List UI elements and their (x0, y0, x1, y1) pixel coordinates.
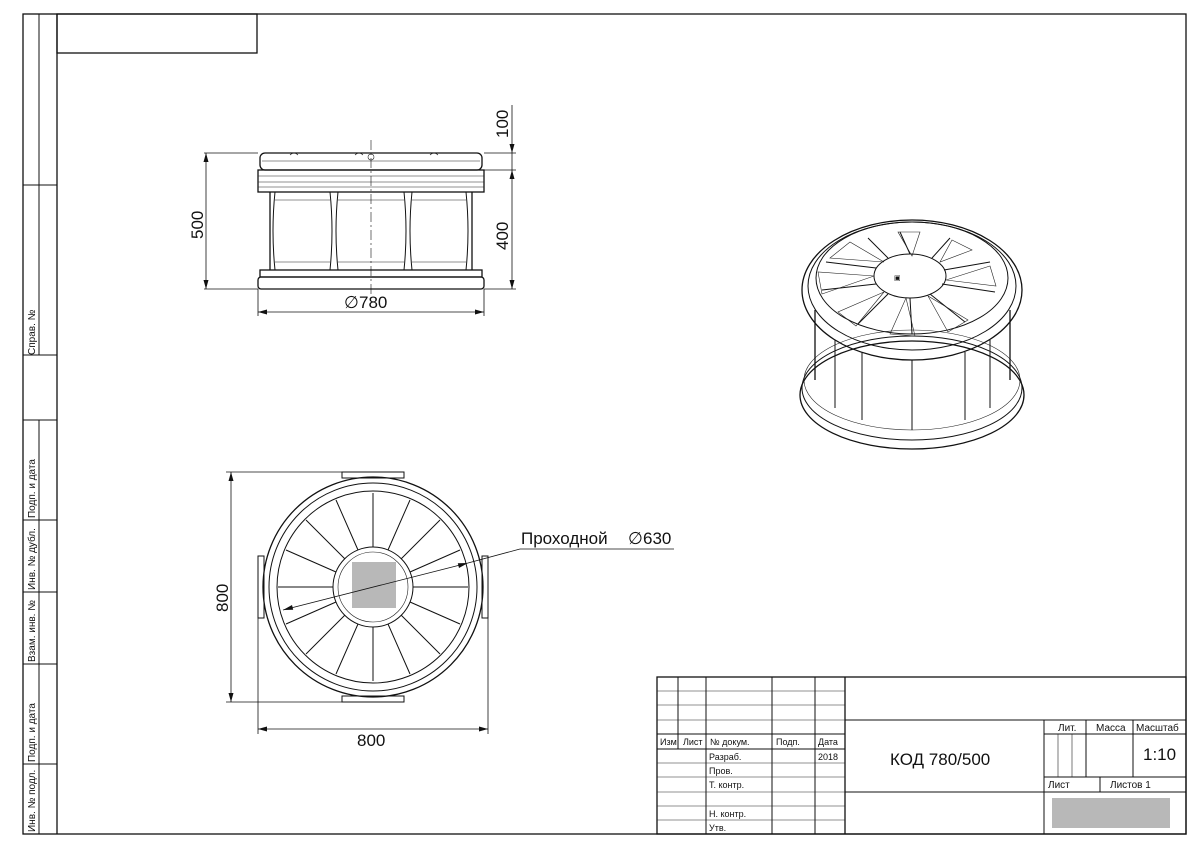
header-masshtab: Масштаб (1136, 722, 1179, 734)
side-stamp: Справ. № Подп. и дата Инв. № дубл. Взам.… (26, 309, 38, 832)
col-doc: № докум. (710, 737, 750, 747)
dim-diameter-symbol: ∅ (344, 293, 359, 312)
row-n-kontr: Н. контр. (709, 809, 746, 819)
dim-total-height: 500 (188, 211, 207, 239)
col-izm: Изм. (660, 737, 679, 747)
front-view (257, 140, 485, 296)
row-prov: Пров. (709, 766, 733, 776)
passage-diameter-symbol: ∅ (628, 529, 643, 548)
side-label-inv-podl: Инв. № подл. (27, 770, 38, 832)
sheet-frame (22, 13, 1187, 835)
blurred-logo (352, 562, 396, 608)
label-sheets: Листов 1 (1110, 780, 1151, 791)
dim-body-height: 400 (493, 222, 512, 250)
dim-top-rib-height: 100 (493, 110, 512, 138)
title-block: Изм. Лист № докум. Подп. Дата Разраб. 20… (656, 676, 1187, 835)
plan-dimensions: 800 800 (213, 471, 489, 750)
row-razrab: Разраб. (709, 752, 741, 762)
header-massa: Масса (1096, 723, 1126, 734)
dim-plan-height: 800 (213, 584, 232, 612)
iso-lid-logo: ▣ (894, 275, 901, 282)
passage-label: Проходной (521, 529, 608, 548)
scale-value: 1:10 (1143, 745, 1176, 764)
header-lit: Лит. (1058, 723, 1076, 734)
side-label-vzam-inv: Взам. инв. № (27, 600, 38, 662)
row-utv: Утв. (709, 823, 726, 833)
side-label-inv-dubl: Инв. № дубл. (26, 528, 38, 590)
dim-plan-width: 800 (357, 731, 385, 750)
row-t-kontr: Т. контр. (709, 780, 744, 790)
row-year: 2018 (818, 752, 838, 762)
side-label-sprav-no: Справ. № (27, 309, 38, 355)
label-sheet: Лист (1048, 780, 1070, 791)
side-label-podp-data-2: Подп. и дата (27, 703, 38, 762)
side-label-podp-data-1: Подп. и дата (27, 459, 38, 518)
isometric-view: ▣ (799, 219, 1025, 450)
dim-diameter: 780 (359, 293, 387, 312)
front-dimensions: 500 100 400 ∅ 780 (188, 105, 516, 316)
passage-diameter: 630 (643, 529, 671, 548)
col-data: Дата (818, 737, 838, 747)
col-list: Лист (683, 737, 703, 747)
blurred-company (1052, 798, 1170, 828)
designation: КОД 780/500 (890, 750, 990, 769)
plan-view: Проходной ∅ 630 (257, 471, 674, 703)
col-podp: Подп. (776, 737, 800, 747)
